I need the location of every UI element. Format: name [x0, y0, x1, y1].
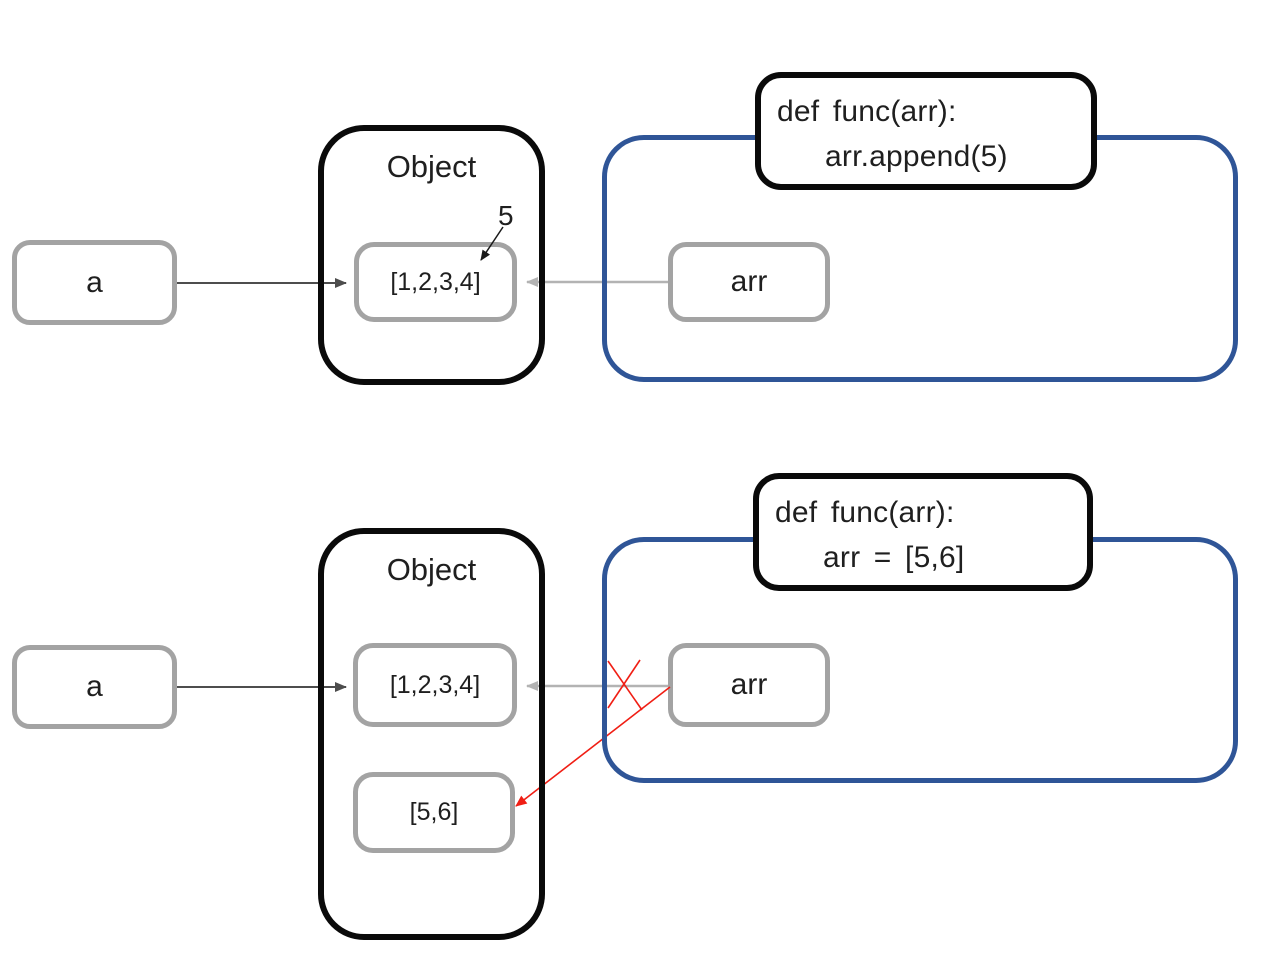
list-1234-value-bottom: [1,2,3,4] — [389, 670, 481, 699]
code-line2-bottom: arr = [5,6] — [823, 541, 965, 574]
object-title-top: Object — [386, 149, 477, 184]
object-frame-top: Object — [318, 125, 545, 385]
code-box-bottom: def func(arr): arr = [5,6] — [753, 473, 1093, 591]
list-56-value: [5,6] — [409, 798, 459, 826]
variable-a-box-bottom: a — [12, 645, 177, 729]
object-title-bottom: Object — [386, 552, 477, 587]
param-arr-box-top: arr — [668, 242, 830, 322]
appended-value-label: 5 — [498, 200, 514, 231]
code-line1-top: def func(arr): — [777, 95, 957, 128]
variable-a-label-bottom: a — [86, 670, 103, 703]
code-line2-top: arr.append(5) — [825, 140, 1008, 173]
variable-a-box-top: a — [12, 240, 177, 325]
list-1234-value-top: [1,2,3,4] — [390, 267, 481, 296]
code-box-top: def func(arr): arr.append(5) — [755, 72, 1097, 190]
param-arr-box-bottom: arr — [668, 643, 830, 727]
param-arr-label-bottom: arr — [730, 668, 768, 701]
list-56-box: [5,6] — [353, 772, 515, 853]
variable-a-label-top: a — [86, 265, 103, 299]
code-line1-bottom: def func(arr): — [775, 496, 955, 529]
list-1234-box-bottom: [1,2,3,4] — [353, 643, 517, 727]
object-frame-bottom: Object — [318, 528, 545, 940]
param-arr-label-top: arr — [730, 265, 768, 298]
